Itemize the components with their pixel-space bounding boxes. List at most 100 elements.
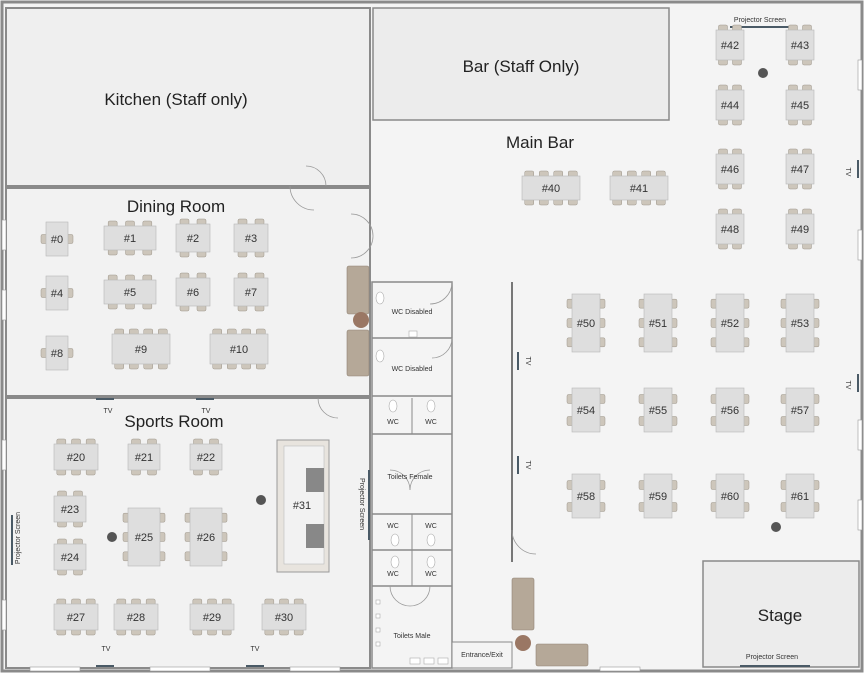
table-number: #4 [51,288,63,300]
table-30[interactable]: #30 [261,598,307,636]
table-51[interactable]: #51 [638,293,678,353]
table-27[interactable]: #27 [53,598,99,636]
bar-room [372,7,670,121]
entrance-label: Entrance/Exit [461,652,503,659]
table-top [785,473,815,519]
table-25[interactable]: #25 [122,507,166,567]
table-top [189,507,223,567]
wc-label: WC [387,523,399,530]
table-top [785,89,815,121]
table-3[interactable]: #3 [233,218,269,258]
table-number: #5 [124,287,136,299]
projector-label: Projector Screen [15,512,22,564]
table-59[interactable]: #59 [638,473,678,519]
table-47[interactable]: #47 [785,148,815,190]
table-45[interactable]: #45 [785,84,815,126]
entrance-area [451,641,513,669]
projector-label: Projector Screen [734,17,786,24]
table-53[interactable]: #53 [780,293,820,353]
table-55[interactable]: #55 [638,387,678,433]
table-top [233,223,269,253]
table-top [785,213,815,245]
table-number: #10 [230,344,248,356]
table-5[interactable]: #5 [103,274,157,310]
toilets-block [371,281,453,669]
table-number: #46 [721,164,739,176]
table-26[interactable]: #26 [184,507,228,567]
table-0[interactable]: #0 [40,221,74,257]
table-number: #45 [791,100,809,112]
table-8[interactable]: #8 [40,335,74,371]
table-22[interactable]: #22 [189,438,223,476]
table-28[interactable]: #28 [113,598,159,636]
table-number: #47 [791,164,809,176]
tv-label: TV [102,646,111,653]
table-number: #43 [791,40,809,52]
table-31[interactable]: #31 [293,500,311,512]
table-top [609,175,669,201]
bar-label: Bar (Staff Only) [463,57,580,76]
table-top [53,543,87,571]
table-23[interactable]: #23 [53,490,87,528]
table-7[interactable]: #7 [233,272,269,312]
tv-label: TV [844,168,851,177]
table-9[interactable]: #9 [111,328,171,370]
table-40[interactable]: #40 [521,170,581,206]
table-top [189,443,223,471]
table-24[interactable]: #24 [53,538,87,576]
table-56[interactable]: #56 [710,387,750,433]
table-60[interactable]: #60 [710,473,750,519]
table-21[interactable]: #21 [127,438,161,476]
table-29[interactable]: #29 [189,598,235,636]
table-top [715,89,745,121]
table-44[interactable]: #44 [715,84,745,126]
table-49[interactable]: #49 [785,208,815,250]
table-number: #7 [245,287,257,299]
table-61[interactable]: #61 [780,473,820,519]
table-50[interactable]: #50 [566,293,606,353]
projector-label: Projector Screen [746,654,798,661]
wc-label: WC [425,523,437,530]
table-52[interactable]: #52 [710,293,750,353]
table-top [53,495,87,523]
tables-layer: #0 #1 #2 #3 #4 #5 #6 #7 #8 #9 #10 #20 #21 #22 #23 #24 #2… [40,24,820,636]
table-number: #27 [67,612,85,624]
table-top [715,29,745,61]
table-top [571,473,601,519]
table-48[interactable]: #48 [715,208,745,250]
table-top [571,293,601,353]
table-6[interactable]: #6 [175,272,211,312]
table-1[interactable]: #1 [103,220,157,256]
tv-label: TV [524,357,531,366]
table-number: #42 [721,40,739,52]
table-number: #44 [721,100,739,112]
table-number: #23 [61,504,79,516]
table-4[interactable]: #4 [40,275,74,311]
table-top [785,153,815,185]
table-top [715,387,745,433]
table-number: #57 [791,405,809,417]
table-46[interactable]: #46 [715,148,745,190]
table-number: #25 [135,532,153,544]
table-number: #56 [721,405,739,417]
tv-label: TV [202,408,211,415]
table-41[interactable]: #41 [609,170,669,206]
stools [107,68,781,542]
table-top [233,277,269,307]
table-number: #24 [61,552,79,564]
table-54[interactable]: #54 [566,387,606,433]
table-2[interactable]: #2 [175,218,211,258]
table-top [111,333,171,365]
table-42[interactable]: #42 [715,24,745,66]
table-20[interactable]: #20 [53,438,99,476]
table-number: #29 [203,612,221,624]
table-top [175,223,211,253]
table-57[interactable]: #57 [780,387,820,433]
table-43[interactable]: #43 [785,24,815,66]
kitchen-label: Kitchen (Staff only) [104,90,247,109]
table-58[interactable]: #58 [566,473,606,519]
table-10[interactable]: #10 [209,328,269,370]
dining-label: Dining Room [127,197,225,216]
projector-screens [11,26,810,667]
